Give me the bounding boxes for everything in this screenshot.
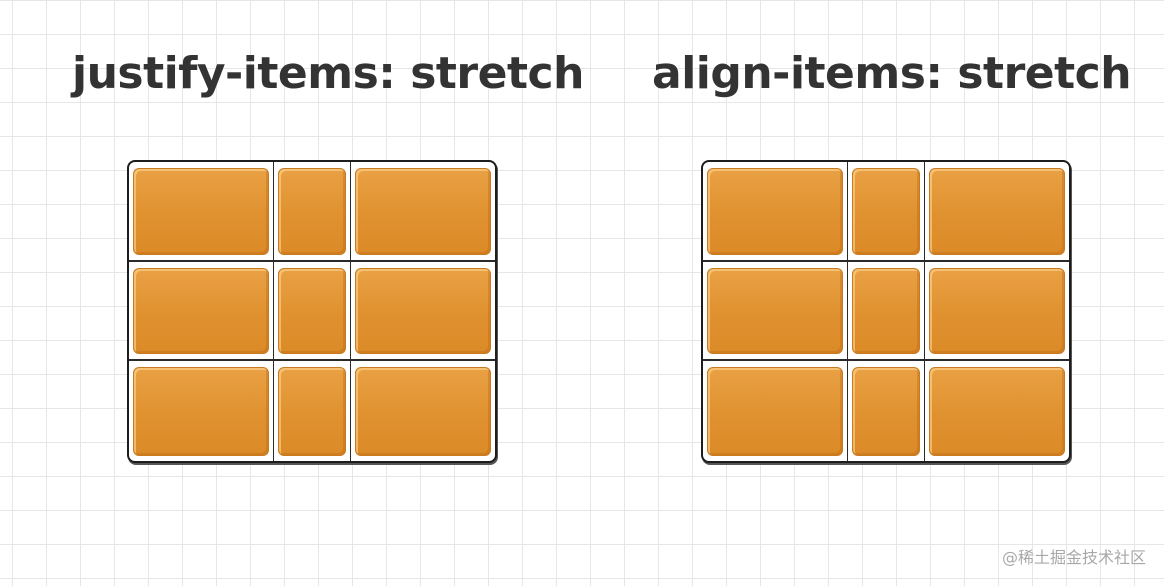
grid-item bbox=[133, 168, 269, 255]
grid-item bbox=[355, 367, 491, 456]
grid-item bbox=[852, 267, 920, 355]
grid-cell bbox=[129, 361, 274, 461]
grid-cell bbox=[129, 162, 274, 262]
grid-item bbox=[278, 267, 346, 355]
grid-cells bbox=[703, 162, 1069, 461]
grid-cell bbox=[274, 261, 351, 362]
grid-item bbox=[707, 267, 843, 355]
watermark: @稀土掘金技术社区 bbox=[1001, 548, 1146, 567]
grid-item bbox=[929, 168, 1065, 255]
panel-title-justify-items: justify-items: stretch bbox=[72, 48, 584, 99]
grid-item bbox=[133, 267, 269, 355]
grid-item bbox=[929, 367, 1065, 456]
grid-cell bbox=[848, 261, 925, 362]
grid-item bbox=[707, 168, 843, 255]
grid-cell bbox=[925, 162, 1069, 262]
grid-item bbox=[852, 367, 920, 456]
grid-cell bbox=[703, 361, 848, 461]
grid-item bbox=[278, 168, 346, 255]
grid-cells bbox=[129, 162, 495, 461]
grid-cell bbox=[848, 162, 925, 262]
grid-item bbox=[355, 267, 491, 355]
grid-item bbox=[929, 267, 1065, 355]
grid-item bbox=[707, 367, 843, 456]
grid-container-align-items bbox=[701, 160, 1071, 463]
grid-cell bbox=[848, 361, 925, 461]
grid-container-justify-items bbox=[127, 160, 497, 463]
panel-title-align-items: align-items: stretch bbox=[652, 48, 1132, 99]
grid-cell bbox=[129, 261, 274, 362]
grid-cell bbox=[274, 361, 351, 461]
grid-cell bbox=[703, 162, 848, 262]
grid-cell bbox=[925, 361, 1069, 461]
grid-item bbox=[133, 367, 269, 456]
grid-item bbox=[278, 367, 346, 456]
grid-cell bbox=[925, 262, 1069, 362]
grid-cell bbox=[274, 162, 351, 262]
grid-item bbox=[355, 168, 491, 255]
grid-cell bbox=[351, 262, 495, 362]
grid-item bbox=[852, 168, 920, 255]
grid-cell bbox=[351, 162, 495, 262]
grid-cell bbox=[703, 261, 848, 362]
grid-cell bbox=[351, 361, 495, 461]
